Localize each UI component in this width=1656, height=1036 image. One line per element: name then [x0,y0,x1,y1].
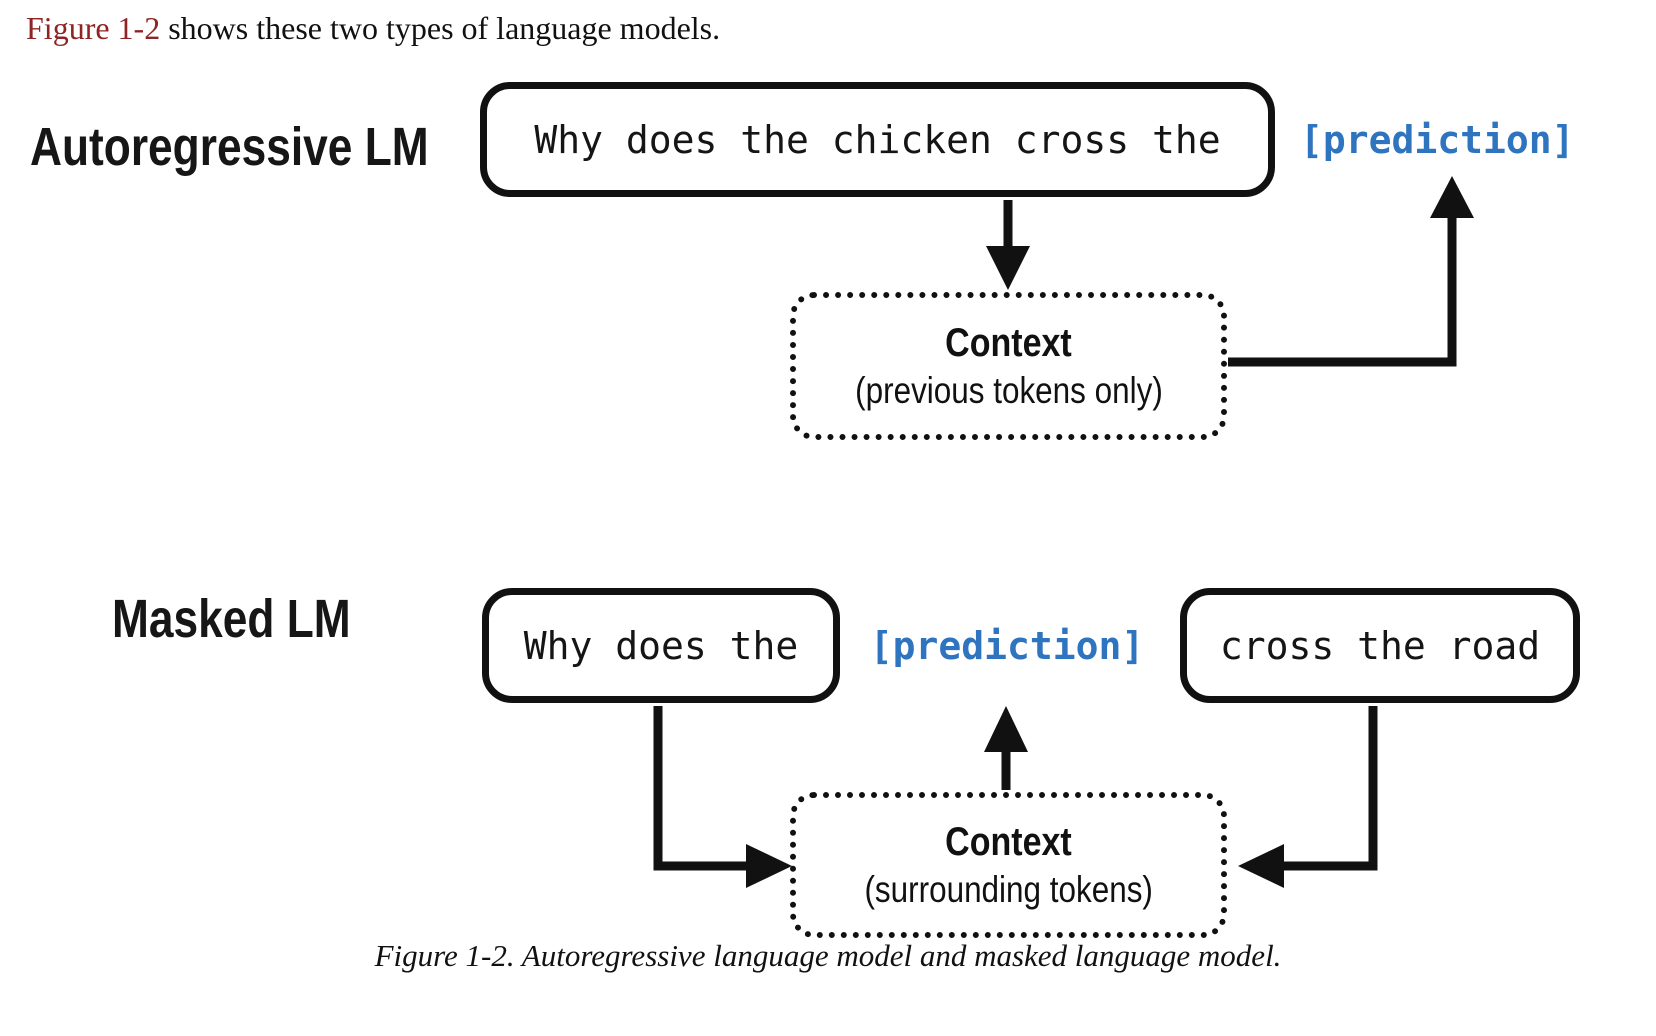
autoregressive-lm-label-text: Autoregressive LM [30,117,429,177]
autoregressive-context-box: Context (previous tokens only) [790,292,1227,440]
intro-rest-text: shows these two types of language models… [160,10,721,46]
masked-lm-label-text: Masked LM [112,589,351,649]
autoregressive-prediction-token: [prediction] [1300,117,1575,162]
arrow-context-to-prediction-elbow [1228,214,1457,367]
figure-1-2-link[interactable]: Figure 1-2 [26,10,161,46]
intro-sentence: Figure 1-2 shows these two types of lang… [26,10,720,47]
masked-left-box: Why does the [482,588,840,703]
context-title: Context [945,819,1072,864]
masked-right-box: cross the road [1180,588,1580,703]
masked-left-text: Why does the [523,623,799,668]
masked-lm-label: Masked LM [112,588,403,650]
arrowhead-right [746,844,792,888]
autoregressive-input-box: Why does the chicken cross the [480,82,1275,197]
masked-context-box: Context (surrounding tokens) [790,792,1227,938]
autoregressive-lm-label: Autoregressive LM [30,116,516,178]
context-subtitle: (surrounding tokens) [864,868,1153,910]
arrow-rightbox-to-context-elbow [1280,706,1378,871]
arrow-leftbox-to-context-elbow [653,706,750,871]
arrowhead-up-right [1430,176,1474,218]
arrowhead-up-center [984,706,1028,752]
autoregressive-input-text: Why does the chicken cross the [534,117,1221,162]
context-title: Context [945,320,1072,365]
context-subtitle: (previous tokens only) [854,369,1163,411]
arrowhead-down [986,246,1030,290]
masked-prediction-token: [prediction] [869,623,1145,668]
masked-right-text: cross the road [1219,623,1541,668]
arrowhead-left [1238,844,1284,888]
figure-caption: Figure 1-2. Autoregressive language mode… [374,938,1282,973]
